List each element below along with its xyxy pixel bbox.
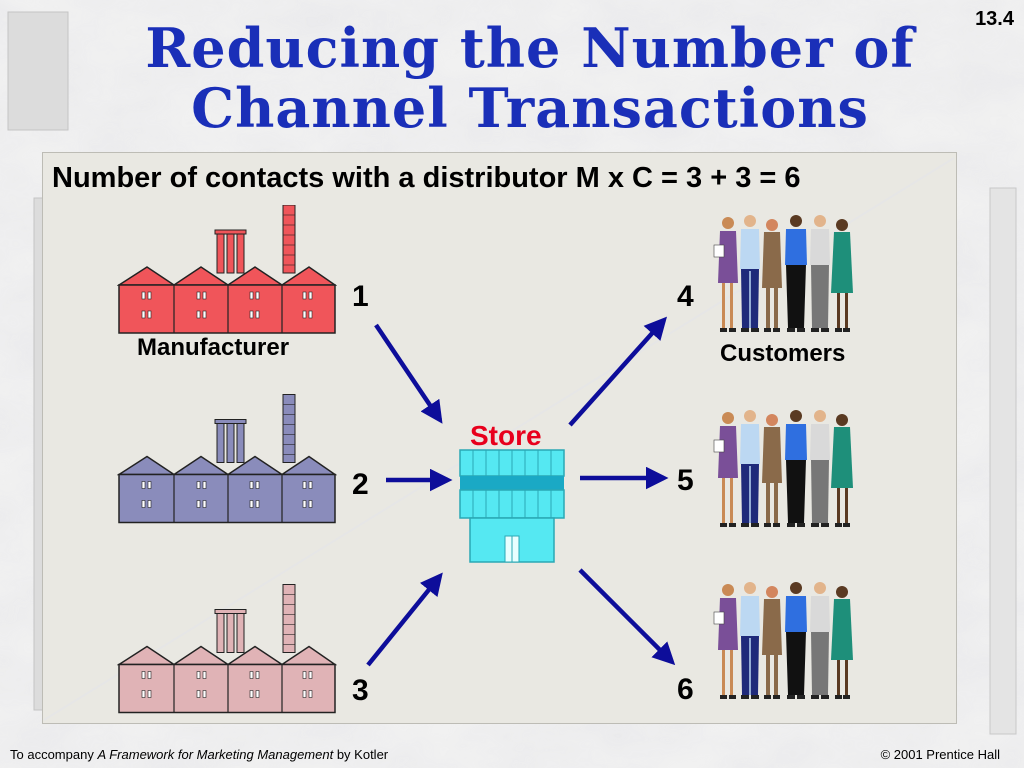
arrow-4 (568, 316, 668, 427)
store-label: Store (470, 420, 542, 451)
customers-group-icon (713, 409, 854, 528)
footer-credit: To accompany A Framework for Marketing M… (10, 747, 388, 762)
factory-pink-icon (118, 583, 336, 714)
customers-label: Customers (720, 340, 846, 367)
contact-number-4: 4 (677, 280, 694, 313)
formula-subtitle: Number of contacts with a distributor M … (52, 162, 801, 194)
slide-title: Reducing the Number of Channel Transacti… (145, 16, 915, 140)
arrow-6 (578, 568, 676, 666)
store-icon (459, 449, 565, 563)
arrow-1 (374, 323, 443, 424)
factory-blue-icon (118, 393, 336, 524)
contact-number-5: 5 (677, 464, 694, 497)
factory-red-icon (118, 205, 336, 334)
footer-copyright: © 2001 Prentice Hall (880, 747, 1000, 762)
page-number: 13.4 (975, 8, 1014, 30)
footer-suffix: by Kotler (333, 747, 389, 762)
contact-number-3: 3 (352, 674, 369, 707)
footer-book-title: A Framework for Marketing Management (97, 747, 334, 762)
contact-number-1: 1 (352, 280, 369, 313)
customers-group-icon (713, 581, 854, 700)
contact-number-6: 6 (677, 673, 694, 706)
arrow-3 (366, 572, 443, 667)
contact-number-2: 2 (352, 468, 369, 501)
footer-prefix: To accompany (10, 747, 98, 762)
manufacturer-label: Manufacturer (137, 334, 290, 361)
